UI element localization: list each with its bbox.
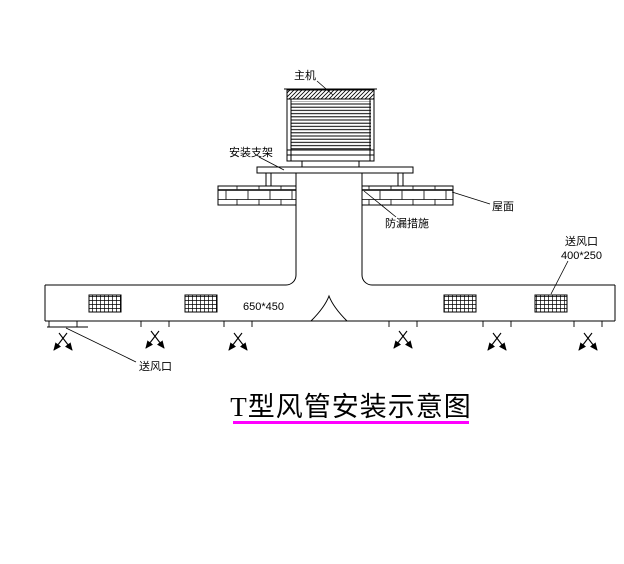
duct-size-label: 650*450 [243,301,284,313]
grille [184,294,218,313]
unit-label: 主机 [294,68,316,82]
leader-lines [65,80,569,363]
roof-slab [217,185,454,206]
roof-label: 屋面 [492,200,514,213]
bracket-label: 安装支架 [229,145,273,159]
vertical-duct [290,173,368,275]
outlet-collars [47,321,603,328]
outlet-right-size: 400*250 [561,250,602,262]
supply-grilles [88,294,568,313]
tee-splitter [310,294,348,322]
drawing-title: T型风管安装示意图 [230,392,472,422]
outlet-bottom-label: 送风口 [139,359,172,373]
main-unit [284,88,377,167]
airflow-arrows [54,331,597,350]
grille [443,294,477,313]
outlet-right-label: 送风口 [565,234,598,248]
mounting-bracket [256,166,414,187]
title-underline [233,421,469,424]
grille [88,294,122,313]
leakproof-label: 防漏措施 [385,216,429,230]
grille [534,294,568,313]
horizontal-duct [44,274,616,322]
